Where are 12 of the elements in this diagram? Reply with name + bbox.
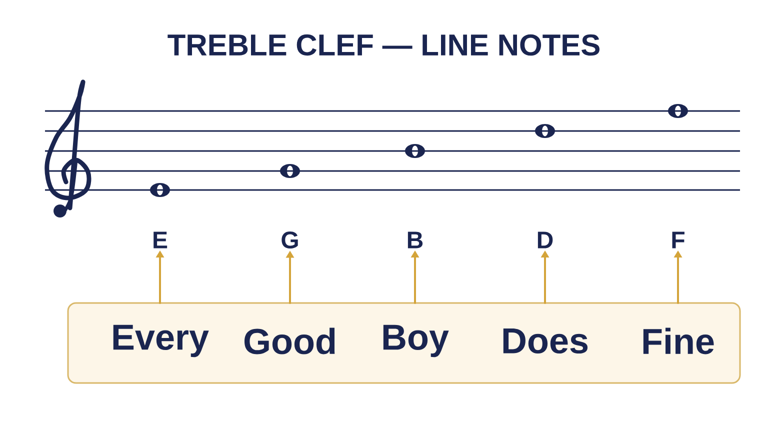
note-letter: F [672, 232, 684, 248]
mnemonic-word: Every [113, 324, 209, 358]
mnemonic-word: Does [503, 328, 588, 354]
mnemonic-box [67, 302, 741, 384]
title: TREBLE CLEF — LINE NOTES [168, 34, 600, 56]
note-letter: D [538, 232, 553, 248]
note-letter: G [282, 232, 298, 248]
note-letter: B [408, 232, 423, 248]
mnemonic-word: Boy [383, 324, 449, 358]
mnemonic-word: Good [244, 328, 335, 354]
mnemonic-word: Fine [643, 328, 714, 354]
note-letter: E [154, 232, 168, 248]
